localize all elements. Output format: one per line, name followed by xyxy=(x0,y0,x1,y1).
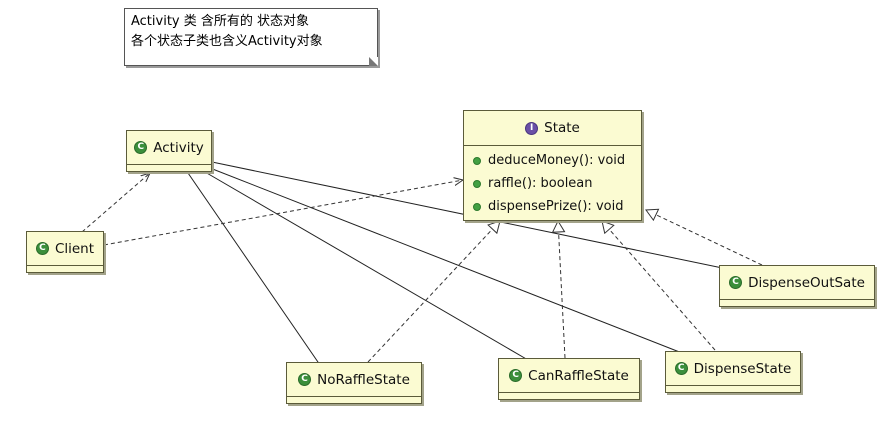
impl-dispenseoutsate-state xyxy=(645,208,763,266)
class-name: DispenseState xyxy=(693,360,792,377)
class-dispenseoutsate[interactable]: C DispenseOutSate xyxy=(719,265,875,307)
method-label: deduceMoney(): void xyxy=(488,153,626,168)
class-icon: C xyxy=(134,141,148,154)
note-line-1: Activity 类 含所有的 状态对象 xyxy=(131,14,310,29)
interface-icon: I xyxy=(525,121,539,135)
assoc-activity-norafflestate xyxy=(187,172,321,366)
class-client[interactable]: C Client xyxy=(26,231,104,273)
dep-client-activity xyxy=(81,173,150,233)
method-row: deduceMoney(): void xyxy=(464,149,641,172)
class-name: Activity xyxy=(153,139,204,156)
public-method-icon xyxy=(473,179,481,188)
class-activity[interactable]: C Activity xyxy=(126,130,212,172)
assoc-activity-dispensestate xyxy=(209,167,683,354)
class-icon: C xyxy=(35,242,49,255)
interface-state[interactable]: I State deduceMoney(): void raffle(): bo… xyxy=(463,110,642,221)
class-icon: C xyxy=(674,362,688,375)
class-name: NoRaffleState xyxy=(317,371,410,388)
impl-dispensestate-state xyxy=(601,220,716,351)
class-canrafflestate[interactable]: C CanRaffleState xyxy=(498,358,640,400)
method-label: dispensePrize(): void xyxy=(488,199,624,214)
class-dispensestate[interactable]: C DispenseState xyxy=(665,351,801,393)
note-fold-corner xyxy=(369,57,378,66)
method-row: raffle(): boolean xyxy=(464,172,641,195)
class-name: Client xyxy=(54,240,95,257)
impl-canrafflestate-state xyxy=(551,219,566,359)
impl-norafflestate-state xyxy=(367,220,501,363)
class-icon: C xyxy=(509,369,523,382)
method-label: raffle(): boolean xyxy=(488,176,593,191)
class-icon: C xyxy=(298,373,312,386)
class-name: DispenseOutSate xyxy=(748,274,865,291)
public-method-icon xyxy=(473,202,481,211)
class-icon: C xyxy=(729,276,743,289)
assoc-activity-canrafflestate xyxy=(204,171,529,361)
interface-name: State xyxy=(544,120,580,136)
public-method-icon xyxy=(473,156,481,165)
class-norafflestate[interactable]: C NoRaffleState xyxy=(286,362,422,404)
method-row: dispensePrize(): void xyxy=(464,195,641,218)
class-name: CanRaffleState xyxy=(528,367,629,384)
dep-client-state xyxy=(103,180,463,246)
note-line-2: 各个状态子类也含义Activity对象 xyxy=(131,34,323,49)
note: Activity 类 含所有的 状态对象 各个状态子类也含义Activity对象 xyxy=(124,8,378,66)
